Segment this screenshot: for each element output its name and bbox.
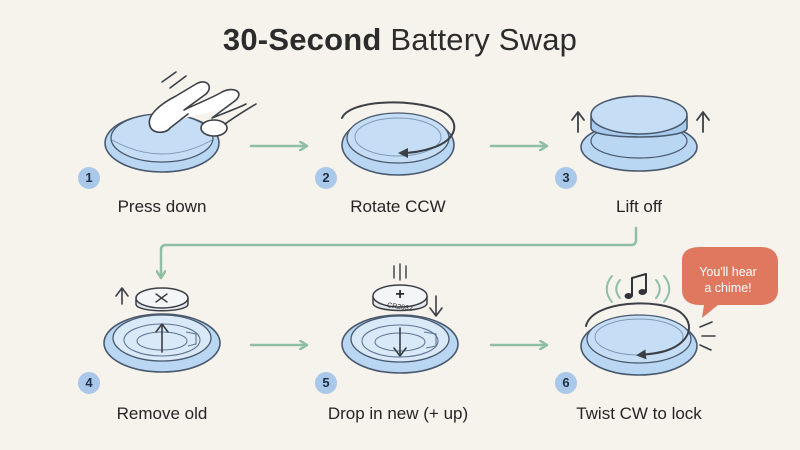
step-6-label: Twist CW to lock [576,404,702,423]
rotate-arrow-icon [341,101,456,158]
battery-icon [135,287,189,312]
flow-arrows [161,146,638,345]
step-5-illustration: + CR2032 [341,263,459,374]
chime-icon [605,275,671,303]
step-4-label: Remove old [116,404,208,423]
battery-model: CR2032 [387,302,414,313]
step-1-number: 1 [78,167,100,189]
step-2-label: Rotate CCW [350,197,446,216]
step-3-label: Lift off [616,197,662,216]
rotate-arrow-icon [585,302,691,360]
step-4-illustration [103,287,221,373]
step-6-illustration [580,247,778,376]
battery-plus: + [395,286,404,303]
hand-icon [148,71,257,137]
step-4-number: 4 [78,372,100,394]
step-5-label: Drop in new (+ up) [327,404,469,423]
step-1-illustration [104,71,257,173]
step-6-number: 6 [555,372,577,394]
page-title: 30-Second Battery Swap [0,22,800,58]
speech-bubble-icon [682,247,778,318]
battery-icon: + CR2032 [372,284,428,313]
chime-callout: You'll hear a chime! [683,264,773,296]
step-1-label: Press down [117,197,207,216]
step-3-illustration [571,95,710,172]
music-note-icon [624,273,647,299]
title-bold: 30-Second [222,22,382,57]
chime-callout-line-1: You'll hear [699,265,757,279]
arrow-3-to-4 [161,226,638,276]
lift-arrow-icon [571,111,710,133]
step-3-number: 3 [555,167,577,189]
title-rest: Battery Swap [381,22,578,57]
step-5-number: 5 [315,372,337,394]
chime-callout-line-2: a chime! [704,281,752,295]
step-2-number: 2 [315,167,337,189]
step-2-illustration [341,101,456,176]
